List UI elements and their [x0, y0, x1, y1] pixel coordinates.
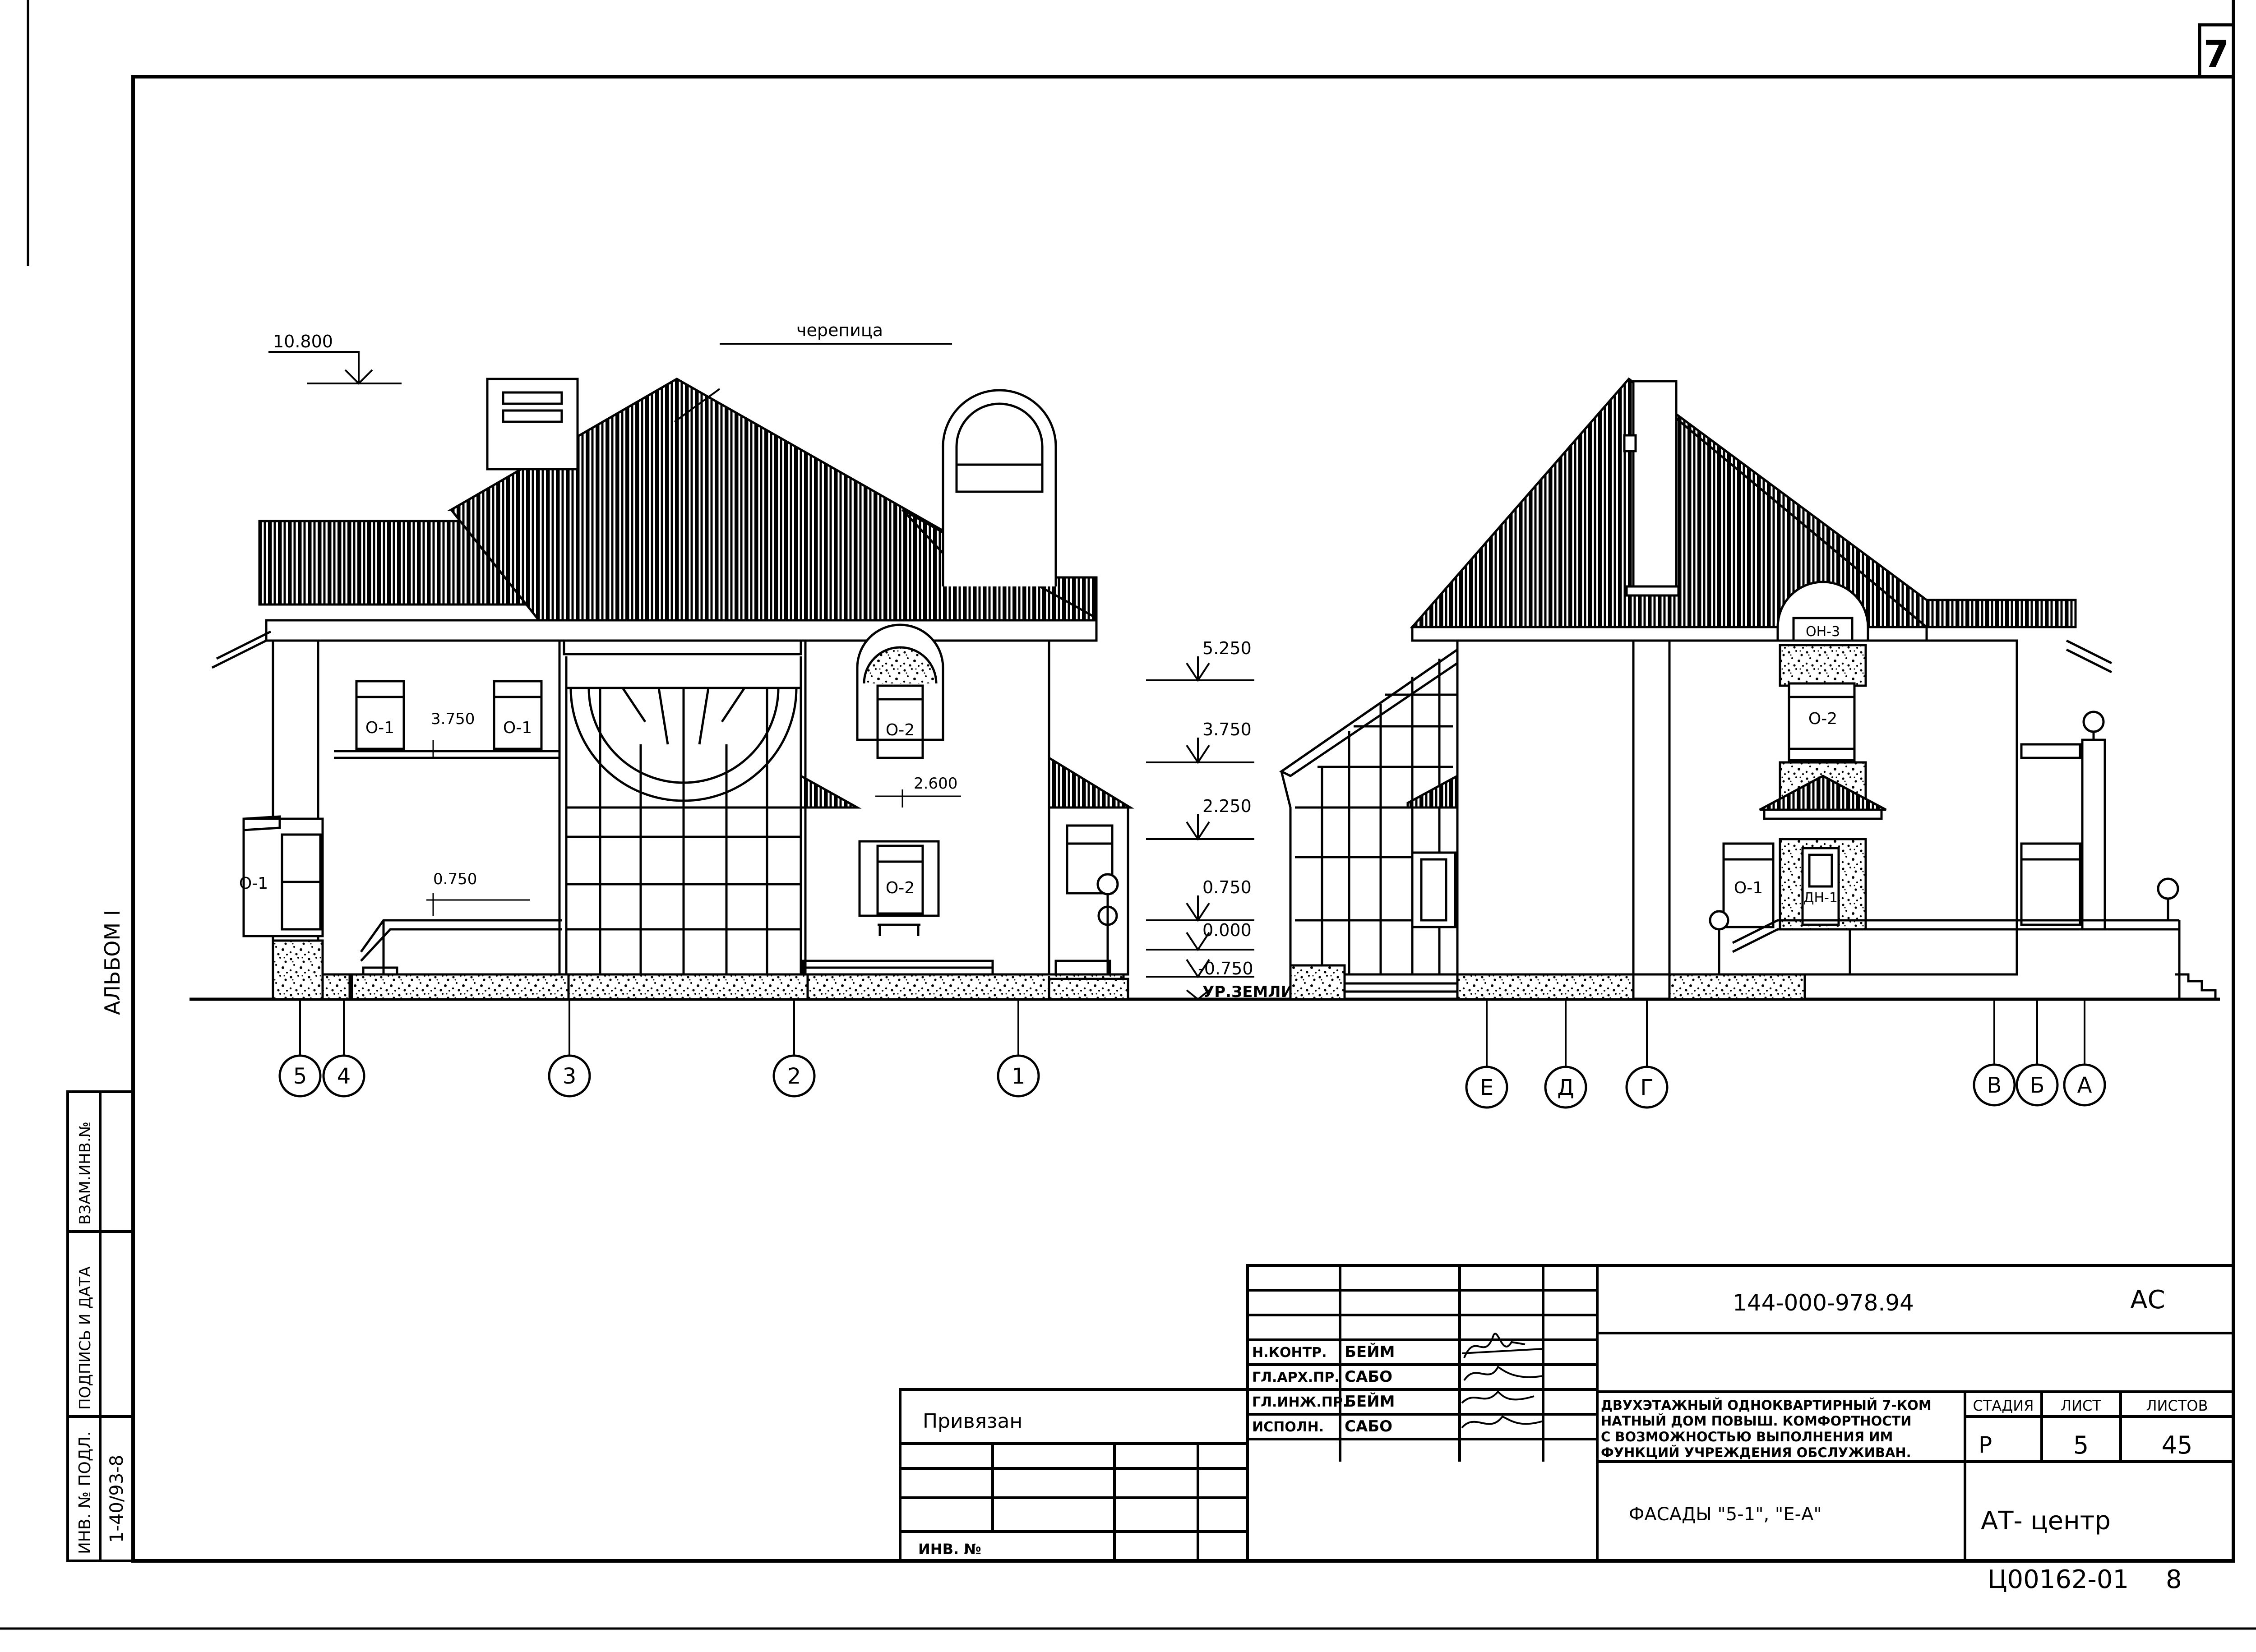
axis-label: В	[1987, 1073, 2002, 1098]
role-name: САБО	[1345, 1368, 1392, 1386]
level-top: 10.800	[273, 332, 333, 351]
inv-no-label: ИНВ. №	[918, 1541, 981, 1558]
ground-label: УР.ЗЕМЛИ	[1202, 983, 1294, 1001]
attached-label: Привязан	[923, 1410, 1022, 1433]
window-label: О-1	[365, 719, 394, 737]
axis-label: Д	[1557, 1075, 1574, 1100]
window-label: О-2	[886, 721, 915, 739]
side-stamp	[66, 1090, 134, 1562]
facade-5-1	[211, 343, 1134, 1098]
window-label: О-1	[1734, 879, 1763, 897]
page-number: 7	[2203, 33, 2229, 76]
level-inner: 2.600	[914, 775, 957, 793]
axis-label: 2	[787, 1064, 801, 1089]
axis-label: 4	[337, 1064, 351, 1089]
role-label: Н.КОНТР.	[1252, 1345, 1327, 1361]
project-title-line: ДВУХЭТАЖНЫЙ ОДНОКВАРТИРНЫЙ 7-КОМ	[1601, 1398, 1932, 1413]
role-label: ГЛ.АРХ.ПР.	[1252, 1370, 1340, 1385]
role-label: ГЛ.ИНЖ.ПР.	[1252, 1394, 1348, 1410]
role-label: ИСПОЛН.	[1252, 1419, 1324, 1435]
window-label: О-1	[503, 719, 532, 737]
axis-label: Г	[1640, 1075, 1653, 1100]
axis-label: Б	[2030, 1073, 2045, 1098]
project-title-line: ФУНКЦИЙ УЧРЕЖДЕНИЯ ОБСЛУЖИВАН.	[1601, 1445, 1911, 1460]
level-mark: 3.750	[1202, 720, 1252, 739]
bottom-code: Ц00162-01	[1988, 1565, 2129, 1594]
title-block	[899, 1264, 2235, 1562]
project-title-line: НАТНЫЙ ДОМ ПОВЫШ. КОМФОРТНОСТИ	[1601, 1413, 1912, 1429]
axis-label: А	[2077, 1073, 2092, 1098]
doc-code: 144-000-978.94	[1733, 1290, 1914, 1316]
window-label: О-1	[239, 874, 268, 893]
level-mark: 2.250	[1202, 796, 1252, 816]
level-scale	[1146, 656, 1254, 1001]
side-stamp-vzam-label: ВЗАМ.ИНВ.№	[76, 1121, 94, 1225]
sheets-header: ЛИСТОВ	[2146, 1397, 2208, 1414]
sheet-value: 5	[2073, 1431, 2089, 1459]
tower-round	[942, 389, 1057, 586]
album-label: АЛЬБОМ I	[100, 910, 125, 1015]
chimney-right	[1632, 380, 1678, 592]
organization: АТ- центр	[1981, 1506, 2111, 1536]
level-mark: 0.750	[1202, 877, 1252, 897]
level-mark: 0.000	[1202, 920, 1252, 940]
level-mark: -0.750	[1198, 959, 1253, 978]
stage-header: СТАДИЯ	[1973, 1397, 2034, 1414]
window-label: О-2	[1808, 710, 1837, 728]
signatures	[1461, 1333, 1544, 1429]
drawing-title: ФАСАДЫ "5-1", "Е-А"	[1629, 1504, 1822, 1525]
doc-mark: АС	[2130, 1285, 2165, 1315]
project-title-line: С ВОЗМОЖНОСТЬЮ ВЫПОЛНЕНИЯ ИМ	[1601, 1429, 1893, 1444]
facade-e-a	[1279, 377, 2217, 1109]
side-stamp-inv-value: 1-40/93-8	[106, 1455, 127, 1543]
role-name: САБО	[1345, 1417, 1392, 1435]
level-inner: 0.750	[433, 870, 477, 888]
sheets-value: 45	[2162, 1431, 2193, 1459]
bottom-num: 8	[2166, 1565, 2182, 1594]
role-name: БЕЙМ	[1345, 1343, 1395, 1361]
roof-note: черепица	[796, 320, 883, 340]
role-name: БЕЙМ	[1345, 1392, 1395, 1411]
level-inner: 3.750	[431, 710, 475, 728]
axis-label: 5	[293, 1064, 307, 1089]
side-stamp-inv-label: ИНВ. № ПОДЛ.	[76, 1431, 94, 1554]
window-label: ОН-3	[1806, 624, 1840, 640]
window-label: О-2	[886, 879, 915, 897]
side-stamp-sign-label: ПОДПИСЬ И ДАТА	[76, 1266, 94, 1410]
axis-label: 1	[1012, 1064, 1026, 1089]
sheet-header: ЛИСТ	[2061, 1397, 2101, 1414]
axis-label: Е	[1480, 1075, 1493, 1100]
level-mark: 5.250	[1202, 638, 1252, 658]
axis-label: 3	[563, 1064, 577, 1089]
stage-value: Р	[1979, 1432, 1992, 1458]
window-label: ДН-1	[1803, 890, 1838, 906]
